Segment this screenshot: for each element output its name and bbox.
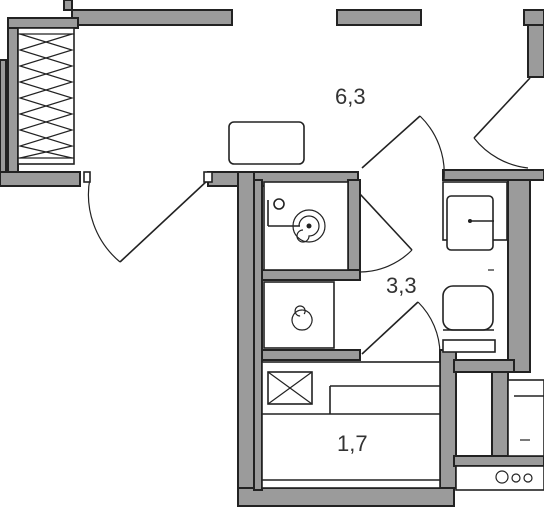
door-top-leaf (361, 115, 421, 169)
door-left-leaf (119, 179, 209, 263)
wall-top-right (523, 9, 544, 26)
wall-right-lower-h (453, 455, 544, 467)
wall-right-lower-col (491, 371, 509, 459)
storage-room (261, 361, 441, 489)
toilet-tank (442, 285, 494, 331)
wall-bath-inner-left (253, 179, 263, 491)
door-top-swing (419, 115, 445, 181)
wall-top-left (71, 9, 233, 26)
wall-right-upper (527, 24, 544, 78)
wall-shower-right (347, 179, 361, 273)
kitchen-fixtures (455, 379, 544, 491)
wall-shower-bottom (261, 269, 361, 281)
door-right-swing (473, 137, 529, 169)
area-label-hall: 6,3 (335, 84, 366, 109)
area-label-bathroom: 3,3 (386, 273, 417, 298)
wall-kitchen-top (442, 169, 544, 181)
stove-burner-1 (495, 470, 509, 484)
shower-head (273, 198, 285, 210)
wall-right-bottom (453, 359, 515, 373)
area-label-storage: 1,7 (337, 431, 368, 456)
wall-closet-top (7, 17, 79, 29)
door-shower-swing (359, 249, 413, 273)
stove-burner-2 (511, 473, 521, 483)
door-right-leaf (473, 77, 531, 139)
door-shower-leaf (359, 193, 413, 251)
wall-closet-left (7, 17, 19, 187)
wall-left-edge (0, 59, 7, 173)
wardrobe (17, 27, 75, 165)
wall-storage-top (261, 349, 361, 361)
hall-bench (228, 121, 305, 165)
wall-kitchen-left (507, 175, 531, 373)
stove (455, 465, 544, 491)
washing-machine (263, 281, 335, 349)
door-storage-swing (417, 301, 441, 355)
wall-bath-left (237, 171, 255, 507)
shower (263, 181, 349, 271)
wall-bottom (237, 487, 455, 507)
wall-top-left-stub (63, 0, 73, 11)
kitchen-counter (507, 379, 544, 457)
wall-left-lower (0, 171, 81, 187)
washer-box (263, 281, 335, 349)
bidet-small (442, 339, 496, 353)
stove-burner-3 (523, 473, 533, 483)
doors (83, 77, 531, 355)
door-left-swing (87, 177, 121, 263)
wardrobe-hangers (17, 33, 75, 159)
bathroom-fixtures (442, 181, 508, 353)
door-storage-leaf (361, 301, 419, 355)
storage-floor (261, 361, 441, 489)
wall-top-mid (336, 9, 422, 26)
